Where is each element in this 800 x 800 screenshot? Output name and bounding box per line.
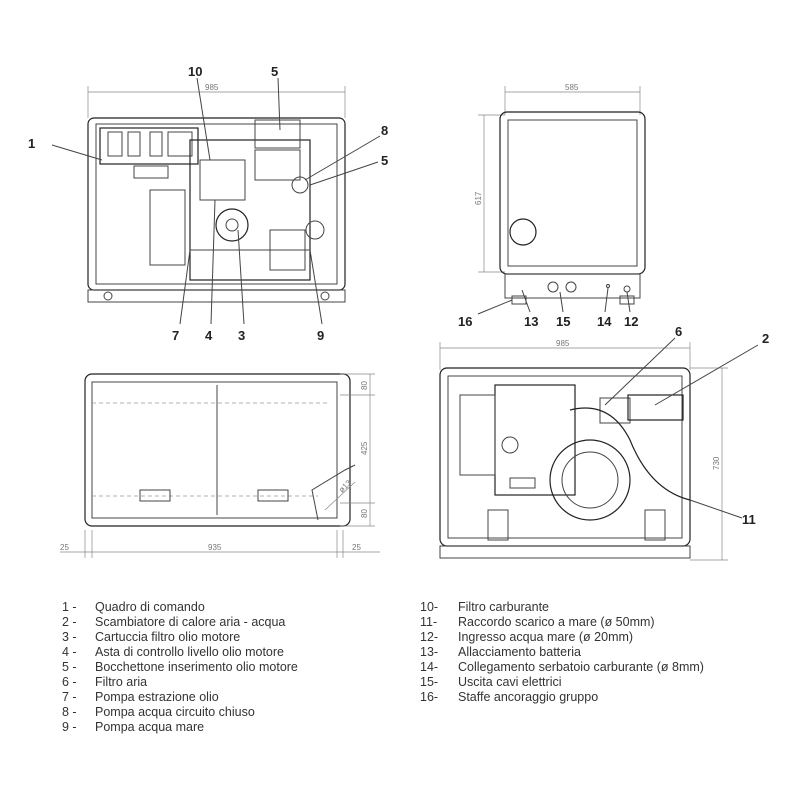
dimension-top-width: 935 — [208, 543, 222, 552]
dimension-side-height: 617 — [474, 191, 483, 205]
side-view: 585 617 16 13 15 14 12 — [458, 83, 646, 329]
legend-number: 6 - — [62, 675, 77, 689]
legend-item: 5 - Bocchettone inserimento olio motore — [62, 660, 298, 675]
callout-10: 10 — [188, 64, 202, 79]
legend-text: Uscita cavi elettrici — [458, 675, 562, 689]
legend-number: 7 - — [62, 690, 77, 704]
legend-item: 2 - Scambiatore di calore aria - acqua — [62, 615, 298, 630]
callout-14: 14 — [597, 314, 612, 329]
legend-number: 8 - — [62, 705, 77, 719]
legend-number: 3 - — [62, 630, 77, 644]
heat-exchanger — [627, 394, 684, 421]
legend-number: 9 - — [62, 720, 77, 734]
legend-item: 13- Allacciamento batteria — [420, 645, 704, 660]
legend-item: 1 - Quadro di comando — [62, 600, 298, 615]
legend-item: 11- Raccordo scarico a mare (ø 50mm) — [420, 615, 704, 630]
callout-9: 9 — [317, 328, 324, 343]
front-enclosure — [87, 117, 346, 291]
legend-left: 1 - Quadro di comando 2 - Scambiatore di c… — [62, 600, 298, 735]
legend-number: 1 - — [62, 600, 77, 614]
engine — [149, 119, 325, 281]
legend-item: 16- Staffe ancoraggio gruppo — [420, 690, 704, 705]
callout-3: 3 — [238, 328, 245, 343]
dimension-right-margin: 25 — [352, 543, 361, 552]
callout-6: 6 — [675, 324, 682, 339]
callout-1: 1 — [28, 136, 35, 151]
legend-right: 10- Filtro carburante 11- Raccordo scarico… — [420, 600, 704, 705]
dimension-front-width: 985 — [205, 83, 219, 92]
legend-number: 5 - — [62, 660, 77, 674]
callout-11: 11 — [742, 512, 756, 527]
legend-item: 15- Uscita cavi elettrici — [420, 675, 704, 690]
legend-item: 8 - Pompa acqua circuito chiuso — [62, 705, 298, 720]
side-access-hole — [509, 218, 537, 246]
legend-item: 14- Collegamento serbatoio carburante (ø … — [420, 660, 704, 675]
legend-text: Filtro aria — [95, 675, 148, 689]
legend-item: 6 - Filtro aria — [62, 675, 298, 690]
legend-text: Ingresso acqua mare (ø 20mm) — [458, 630, 634, 644]
legend-text: Raccordo scarico a mare (ø 50mm) — [458, 615, 655, 629]
front-view: 985 1 10 5 8 5 7 — [28, 64, 388, 343]
front-base — [87, 289, 346, 303]
dimension-rear-width: 985 — [556, 339, 570, 348]
callout-4: 4 — [205, 328, 213, 343]
dimension-side-width: 585 — [565, 83, 579, 92]
legend-text: Pompa acqua circuito chiuso — [95, 705, 255, 719]
legend-number: 4 - — [62, 645, 77, 659]
legend-text: Quadro di comando — [95, 600, 205, 614]
dimension-left-margin: 25 — [60, 543, 69, 552]
legend-text: Pompa acqua mare — [95, 720, 205, 734]
callout-16: 16 — [458, 314, 472, 329]
callout-7: 7 — [172, 328, 179, 343]
legend-item: 7 - Pompa estrazione olio — [62, 690, 298, 705]
legend-text: Pompa estrazione olio — [95, 690, 219, 704]
legend-number: 14- — [420, 660, 439, 674]
legend-item: 12- Ingresso acqua mare (ø 20mm) — [420, 630, 704, 645]
callout-5b: 5 — [381, 153, 388, 168]
legend-text: Collegamento serbatoio carburante (ø 8mm… — [458, 660, 704, 674]
legend-text: Asta di controllo livello olio motore — [95, 645, 284, 659]
rear-engine — [459, 384, 691, 541]
legend-number: 16- — [420, 690, 439, 704]
legend-item: 3 - Cartuccia filtro olio motore — [62, 630, 298, 645]
legend-item: 10- Filtro carburante — [420, 600, 704, 615]
top-view: 80 425 80 ø13 25 935 25 — [60, 373, 380, 558]
dimension-top-middle: 425 — [360, 441, 369, 455]
dimension-top-lower: 80 — [360, 509, 369, 518]
legend-text: Bocchettone inserimento olio motore — [95, 660, 298, 674]
legend-text: Filtro carburante — [458, 600, 550, 614]
callout-13: 13 — [524, 314, 538, 329]
legend-number: 15- — [420, 675, 439, 689]
legend-item: 9 - Pompa acqua mare — [62, 720, 298, 735]
legend-text: Scambiatore di calore aria - acqua — [95, 615, 286, 629]
callout-15: 15 — [556, 314, 570, 329]
rear-view: 985 730 6 2 11 — [439, 324, 769, 561]
legend-number: 2 - — [62, 615, 77, 629]
legend-number: 13- — [420, 645, 439, 659]
legend-number: 11- — [420, 615, 438, 629]
callout-12: 12 — [624, 314, 638, 329]
callout-2: 2 — [762, 331, 769, 346]
control-panel — [99, 127, 199, 165]
legend-number: 10- — [420, 600, 439, 614]
callout-8: 8 — [381, 123, 388, 138]
legend-text: Staffe ancoraggio gruppo — [458, 690, 599, 704]
legend-text: Allacciamento batteria — [458, 645, 581, 659]
legend-text: Cartuccia filtro olio motore — [95, 630, 241, 644]
dimension-top-upper: 80 — [360, 381, 369, 390]
dimension-hole-diameter: ø13 — [337, 478, 354, 495]
callout-5: 5 — [271, 64, 278, 79]
legend-item: 4 - Asta di controllo livello olio motore — [62, 645, 298, 660]
dimension-rear-height: 730 — [712, 456, 721, 470]
legend-number: 12- — [420, 630, 439, 644]
